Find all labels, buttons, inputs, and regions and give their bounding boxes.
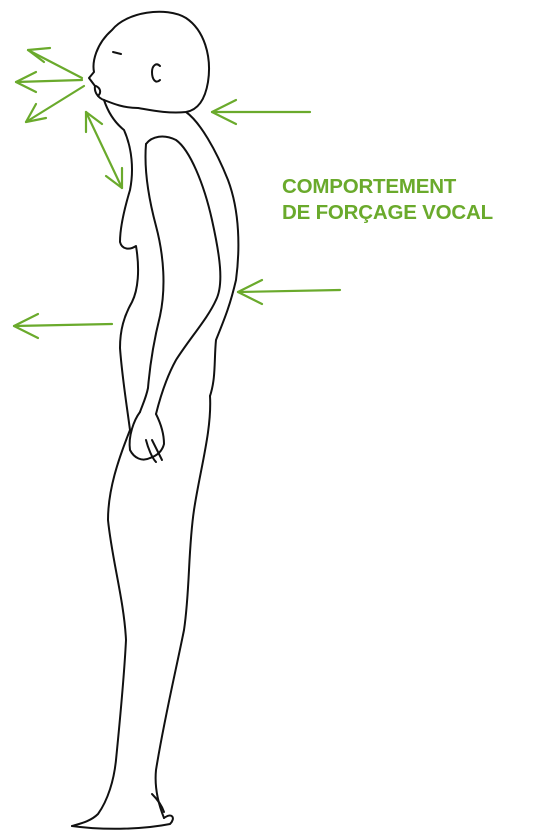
arrow-neck-back [212,100,310,124]
arrow-lower-back [238,280,340,304]
caption-line-1: COMPORTEMENT [282,174,493,200]
arrow-mouth-forward [16,72,82,92]
foot [72,816,173,829]
caption-line-2: DE FORÇAGE VOCAL [282,200,493,226]
front-torso [104,100,138,430]
ear [152,64,160,81]
diagram-caption: COMPORTEMENT DE FORÇAGE VOCAL [282,174,493,226]
head-outline [89,12,209,113]
arm-inner [140,144,163,412]
eye [113,52,121,54]
front-leg [72,430,130,826]
arrow-belly-forward [14,314,112,338]
back-torso [186,112,238,396]
back-leg [156,396,211,818]
arm-outline [146,137,220,414]
arrow-mouth-up [28,48,82,78]
